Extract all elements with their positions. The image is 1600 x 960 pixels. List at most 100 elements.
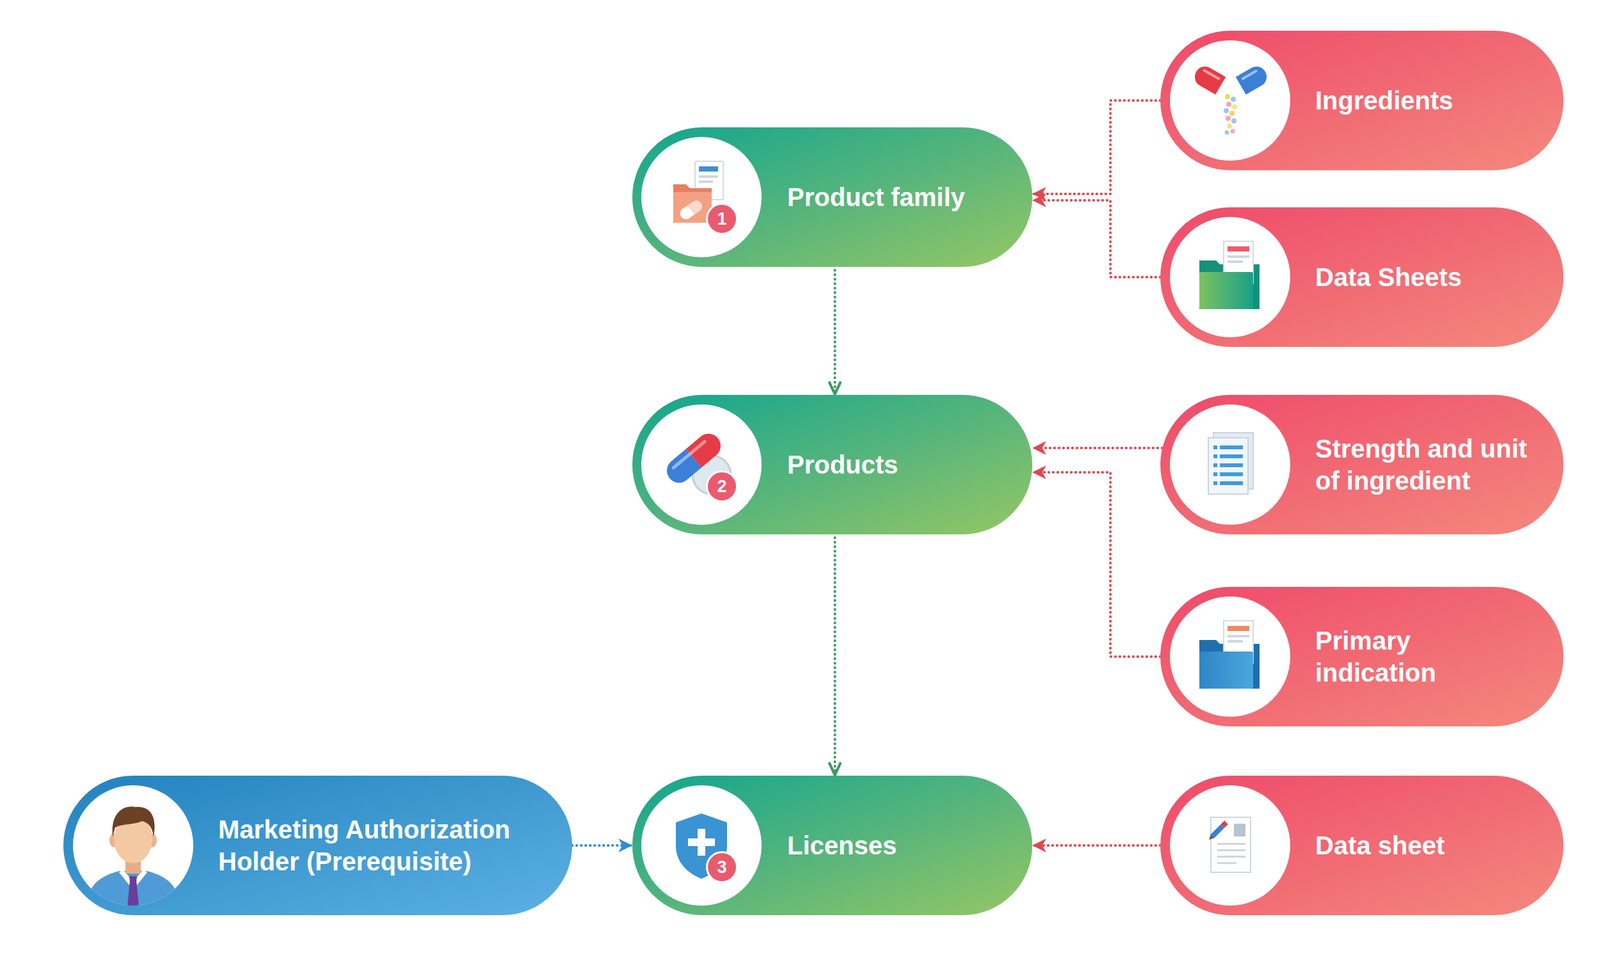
pill-fill xyxy=(63,775,573,916)
data-sheets-icon xyxy=(1227,246,1250,252)
person-avatar xyxy=(112,806,155,837)
person-avatar xyxy=(127,880,139,907)
dotted-connector xyxy=(572,844,633,847)
shield-icon xyxy=(641,785,762,906)
person-avatar xyxy=(147,833,157,848)
product-family-icon xyxy=(698,175,719,178)
product-family-icon xyxy=(688,198,705,216)
products-icon xyxy=(692,455,731,495)
data-sheet-icon xyxy=(1210,817,1251,873)
product-family-icon xyxy=(695,161,724,200)
person-avatar xyxy=(109,833,119,848)
primary-indication-icon xyxy=(1199,651,1254,689)
product-family-icon xyxy=(677,205,695,223)
pink-pill-node: Data sheet xyxy=(1160,775,1564,916)
primary-indication-icon xyxy=(1227,625,1250,632)
product-family-icon xyxy=(698,180,713,184)
primary-indication-icon xyxy=(1227,634,1250,638)
node-label: Product family xyxy=(787,181,1005,214)
ingredients-icon xyxy=(1224,94,1231,100)
person-avatar xyxy=(119,869,134,886)
data-sheet-icon xyxy=(1207,820,1229,842)
ingredients-icon xyxy=(1223,108,1229,114)
green-pill-node: Licenses xyxy=(632,775,1033,916)
green-pill-node: Products xyxy=(632,394,1033,535)
products-icon xyxy=(661,428,726,488)
products-icon xyxy=(686,428,726,468)
pill-shape xyxy=(63,775,573,916)
ingredients-icon xyxy=(1226,123,1232,129)
data-sheets-icon xyxy=(1199,272,1254,310)
pill-fill xyxy=(1160,30,1564,171)
strength-icon xyxy=(1219,472,1243,477)
person-avatar xyxy=(72,785,194,907)
data-sheet-icon xyxy=(1233,823,1246,837)
node-label: Primary indication xyxy=(1315,624,1508,689)
data-sheets-icon xyxy=(1227,255,1250,258)
ingredients-icon xyxy=(1235,62,1271,95)
pink-pill-node: Data Sheets xyxy=(1160,207,1564,347)
strength-icon xyxy=(1213,481,1218,486)
strength-icon xyxy=(1219,445,1243,450)
products-icon xyxy=(641,404,762,525)
strength-icon xyxy=(1213,445,1218,450)
product-family-icon xyxy=(673,192,712,223)
pill-shape xyxy=(1160,394,1564,535)
ingredients-icon xyxy=(1191,62,1226,95)
dotted-connector xyxy=(1032,100,1161,194)
primary-indication-icon xyxy=(1223,620,1254,664)
product-family-icon xyxy=(677,198,704,223)
dotted-connector xyxy=(1032,200,1161,278)
data-sheets-icon xyxy=(1227,260,1243,264)
product-family-icon xyxy=(673,184,712,223)
person-avatar xyxy=(87,806,180,907)
ingredients-icon xyxy=(1232,104,1238,110)
primary-indication-icon xyxy=(1169,596,1291,717)
person-avatar xyxy=(87,871,180,907)
pill-fill xyxy=(1160,775,1564,916)
pill-fill xyxy=(632,127,1033,267)
dotted-connector xyxy=(1032,844,1161,847)
ingredients-icon xyxy=(1229,110,1235,116)
primary-indication-icon xyxy=(1227,640,1243,643)
person-avatar xyxy=(125,854,141,874)
strength-icon xyxy=(1219,454,1243,459)
data-sheets-icon xyxy=(1199,260,1260,310)
pill-shape xyxy=(1160,586,1564,727)
product-family-icon xyxy=(641,136,762,258)
strength-icon xyxy=(1213,463,1218,468)
strength-icon xyxy=(1219,463,1243,468)
strength-icon xyxy=(1219,481,1243,486)
products-icon xyxy=(641,404,762,525)
dotted-connector xyxy=(833,270,837,395)
dotted-connector xyxy=(1032,472,1161,657)
ingredients-icon xyxy=(1235,62,1271,95)
primary-indication-icon xyxy=(1169,596,1291,717)
data-sheet-icon xyxy=(1217,849,1246,852)
products-icon xyxy=(661,448,702,488)
pink-pill-node: Primary indication xyxy=(1160,586,1564,727)
pink-pill-node: Strength and unit of ingredient xyxy=(1160,394,1564,535)
shield-icon xyxy=(697,828,706,856)
ingredients-icon xyxy=(1225,115,1231,121)
data-sheet-icon xyxy=(1220,820,1228,828)
product-family-icon xyxy=(641,136,762,258)
pill-fill xyxy=(1160,207,1564,347)
blue-pill-node: Marketing Authorization Holder (Prerequi… xyxy=(63,775,573,916)
strength-icon xyxy=(1213,472,1218,477)
pill-fill xyxy=(1160,586,1564,727)
data-sheet-icon xyxy=(1217,862,1237,864)
data-sheet-icon xyxy=(1217,842,1246,845)
node-label: Ingredients xyxy=(1315,84,1546,117)
pill-fill xyxy=(632,394,1033,535)
data-sheet-icon xyxy=(1169,785,1291,906)
node-label: Strength and unit of ingredient xyxy=(1315,432,1536,497)
node-label: Products xyxy=(787,448,1005,481)
primary-indication-icon xyxy=(1199,640,1260,689)
shield-icon xyxy=(641,785,762,906)
person-avatar xyxy=(72,785,194,906)
ingredients-icon xyxy=(1224,130,1230,136)
strength-icon xyxy=(1208,437,1248,495)
